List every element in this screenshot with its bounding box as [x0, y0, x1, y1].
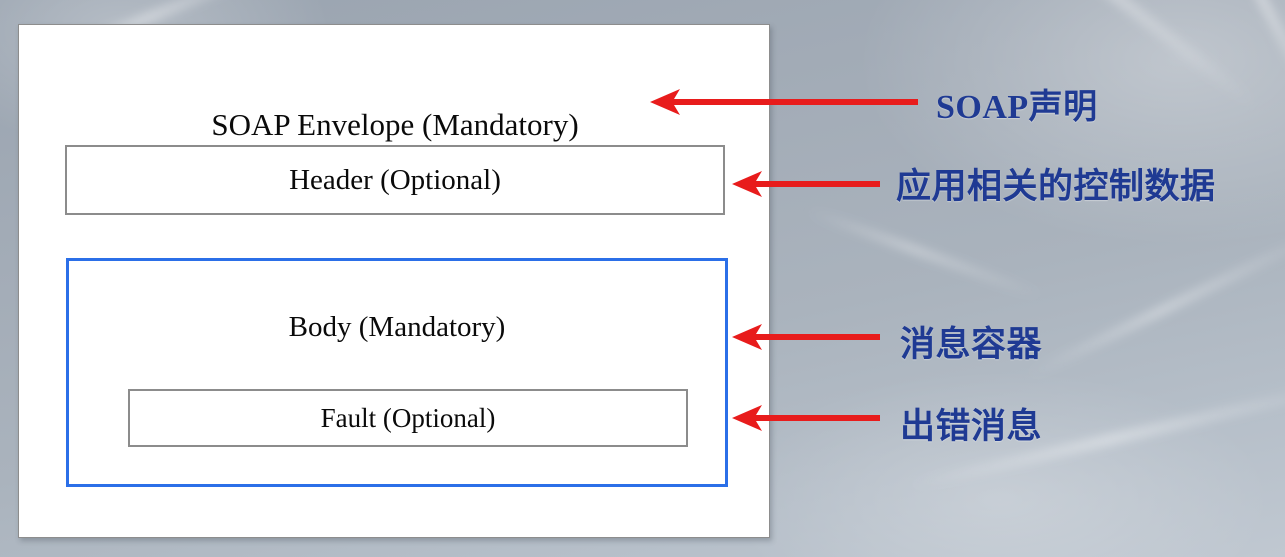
background-light-streak: [1024, 228, 1285, 380]
background-light-streak: [1195, 0, 1285, 150]
soap-envelope-label: SOAP Envelope (Mandatory): [211, 107, 579, 142]
soap-body-box: Body (Mandatory) Fault (Optional): [66, 258, 728, 487]
annotation-label-control-data: 应用相关的控制数据: [896, 167, 1216, 206]
soap-body-label: Body (Mandatory): [288, 311, 506, 343]
annotation-label-soap-declaration: SOAP声明: [936, 89, 1098, 126]
soap-fault-box: Fault (Optional): [128, 389, 688, 447]
soap-fault-label: Fault (Optional): [320, 402, 496, 433]
annotation-label-error-message: 出错消息: [900, 407, 1043, 446]
annotation-label-message-container: 消息容器: [900, 325, 1043, 364]
soap-header-label: Header (Optional): [289, 163, 501, 196]
background-light-streak: [806, 207, 1044, 300]
soap-envelope-box: SOAP Envelope (Mandatory) Header (Option…: [18, 24, 770, 538]
soap-header-box: Header (Optional): [65, 145, 725, 215]
